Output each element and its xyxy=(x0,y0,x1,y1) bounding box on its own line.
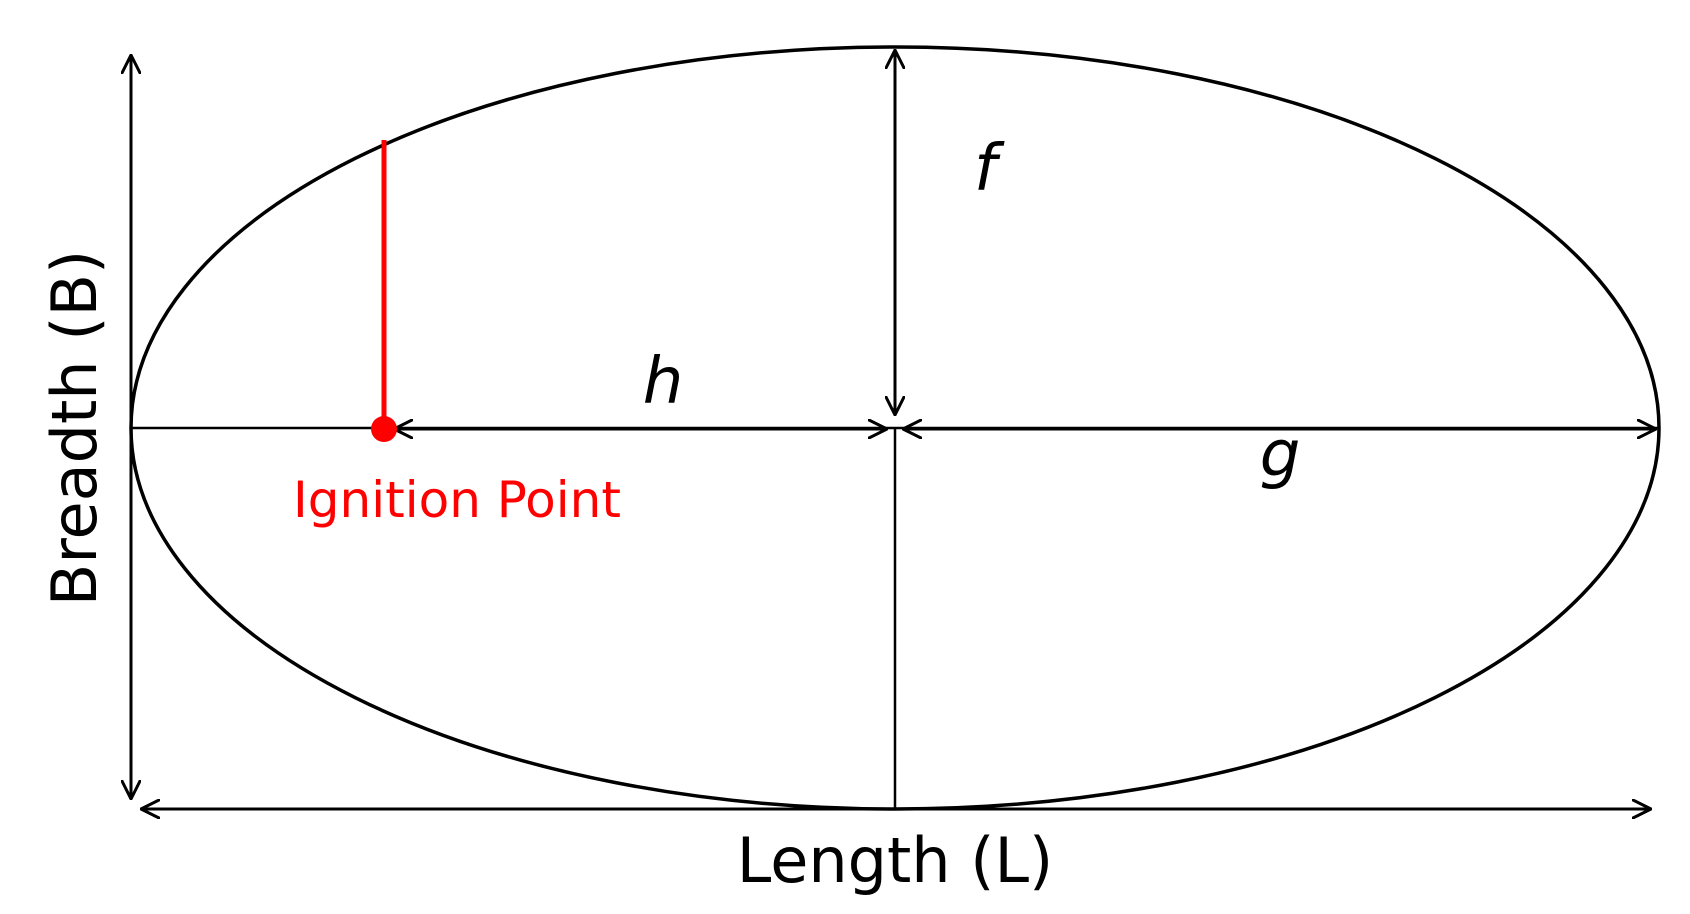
g-label: g xyxy=(1260,418,1301,492)
ignition-point-label: Ignition Point xyxy=(293,471,621,529)
f-label: f xyxy=(974,132,1005,206)
h-label: h xyxy=(643,345,684,419)
breadth-label: Breadth (B) xyxy=(38,250,111,606)
ignition-point-dot xyxy=(371,416,397,442)
length-label: Length (L) xyxy=(737,824,1053,897)
